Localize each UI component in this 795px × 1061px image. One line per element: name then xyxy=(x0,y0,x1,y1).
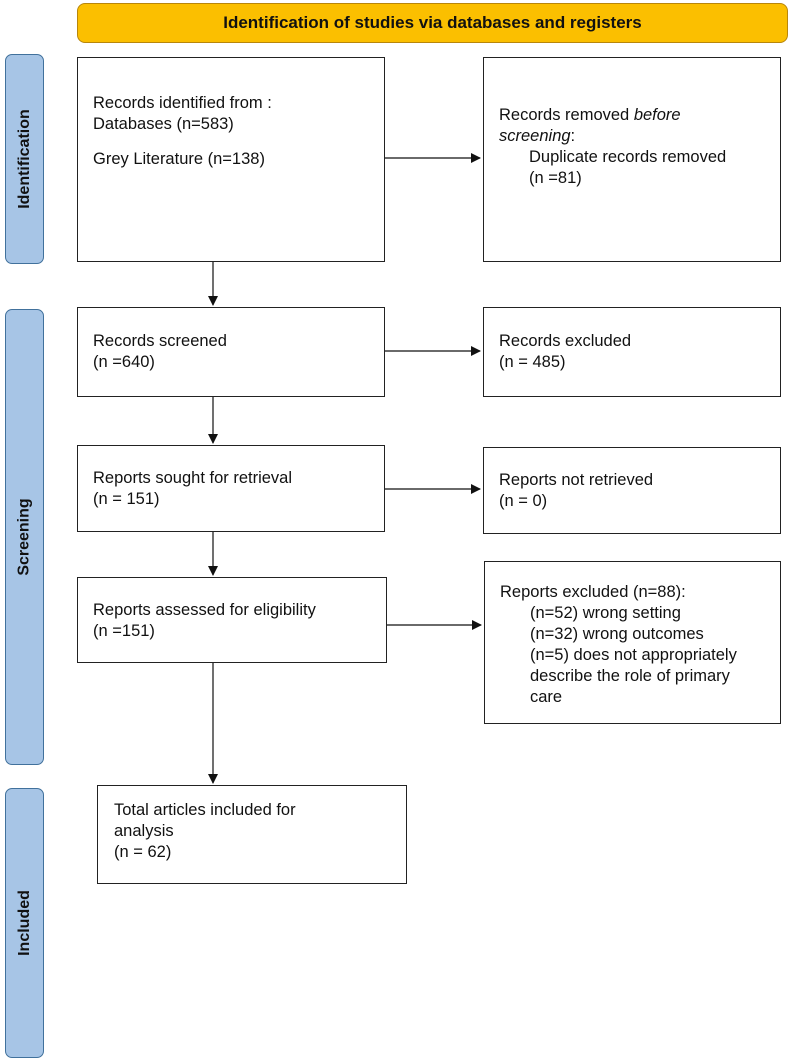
phase-included: Included xyxy=(5,788,44,1058)
reports-excluded-box: Reports excluded (n=88): (n=52) wrong se… xyxy=(484,561,781,724)
records-excluded-line2: (n = 485) xyxy=(499,353,566,371)
reports-assessed-line2: (n =151) xyxy=(93,622,155,640)
records-removed-line3: Duplicate records removed xyxy=(529,148,727,166)
phase-screening: Screening xyxy=(5,309,44,765)
records-screened-box: Records screened (n =640) xyxy=(77,307,385,397)
reports-excluded-line6: care xyxy=(530,688,563,706)
banner-title: Identification of studies via databases … xyxy=(223,13,642,32)
records-identified-box: Records identified from : Databases (n=5… xyxy=(77,57,385,262)
records-screened-line1: Records screened xyxy=(93,332,227,350)
records-removed-line2: screening: xyxy=(499,126,780,147)
total-included-line1: Total articles included for xyxy=(114,801,296,819)
total-included-line3: (n = 62) xyxy=(114,843,172,861)
records-removed-box: Records removed before screening: Duplic… xyxy=(483,57,781,262)
reports-excluded-line3: (n=32) wrong outcomes xyxy=(530,625,704,643)
records-identified-line1: Records identified from : xyxy=(93,94,272,112)
total-included-box: Total articles included for analysis (n … xyxy=(97,785,407,884)
records-excluded-line1: Records excluded xyxy=(499,332,632,350)
phase-identification: Identification xyxy=(5,54,44,264)
records-removed-line4: (n =81) xyxy=(529,169,582,187)
reports-excluded-line5: describe the role of primary xyxy=(530,667,730,685)
reports-assessed-box: Reports assessed for eligibility (n =151… xyxy=(77,577,387,663)
reports-excluded-line2: (n=52) wrong setting xyxy=(530,604,681,622)
diagram-banner: Identification of studies via databases … xyxy=(77,3,788,43)
reports-excluded-line4: (n=5) does not appropriately xyxy=(530,646,737,664)
reports-sought-line2: (n = 151) xyxy=(93,490,160,508)
records-removed-line2-end: : xyxy=(570,127,576,145)
records-removed-line1-start: Records removed xyxy=(499,106,634,124)
reports-excluded-line1: Reports excluded (n=88): xyxy=(500,583,686,601)
reports-not-retrieved-line2: (n = 0) xyxy=(499,492,548,510)
reports-sought-line1: Reports sought for retrieval xyxy=(93,469,293,487)
total-included-line2: analysis xyxy=(114,822,174,840)
reports-not-retrieved-box: Reports not retrieved (n = 0) xyxy=(483,447,781,534)
records-screened-line2: (n =640) xyxy=(93,353,155,371)
records-removed-line1: Records removed before xyxy=(499,105,780,126)
records-removed-line2-em: screening xyxy=(499,127,571,145)
records-identified-line2: Databases (n=583) xyxy=(93,115,234,133)
records-identified-line3: Grey Literature (n=138) xyxy=(93,150,265,168)
reports-not-retrieved-line1: Reports not retrieved xyxy=(499,471,654,489)
reports-sought-box: Reports sought for retrieval (n = 151) xyxy=(77,445,385,532)
reports-assessed-line1: Reports assessed for eligibility xyxy=(93,601,316,619)
records-excluded-box: Records excluded (n = 485) xyxy=(483,307,781,397)
records-removed-line1-em: before xyxy=(633,106,681,124)
